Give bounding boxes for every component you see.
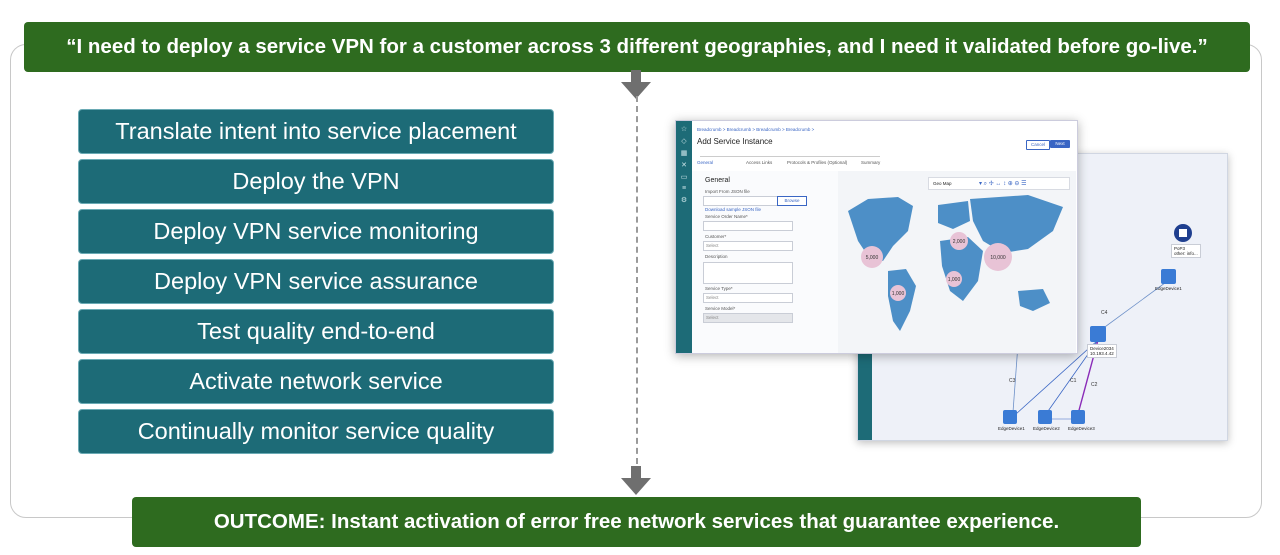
bubble-label: 1,000 [948, 277, 961, 283]
shield-icon[interactable]: ◇ [681, 138, 687, 145]
edge-device-icon [1161, 269, 1176, 284]
step-translate-intent: Translate intent into service placement [78, 109, 554, 154]
pop-name: PoP3 [1174, 246, 1186, 251]
section-title: General [705, 177, 730, 184]
step-deploy-vpn: Deploy the VPN [78, 159, 554, 204]
outcome-banner: OUTCOME: Instant activation of error fre… [132, 497, 1141, 547]
pop-building-icon [1174, 224, 1192, 242]
download-link[interactable]: Download sample JSON file [705, 207, 762, 212]
edge-device-icon [1003, 410, 1017, 424]
pop-sub: other: info... [1174, 251, 1198, 256]
geo-map[interactable]: Geo Map ▾ ⌕ ✢ ↔ ↕ ⊕ ⊖ ☰ 5,000 2,000 10,0… [838, 171, 1076, 353]
app-nav-rail: ☆ ◇ ▦ ✕ ▭ ≡ ⚙ [676, 121, 692, 353]
service-type-label: Service Type* [705, 286, 733, 291]
dashed-divider [636, 96, 638, 474]
map-select[interactable]: Geo Map [933, 181, 952, 186]
down-arrow-icon [621, 466, 651, 495]
workflow-steps: Translate intent into service placement … [78, 109, 554, 459]
customer-select[interactable]: Select [703, 241, 793, 251]
device-ip: 10.193.4.42 [1090, 351, 1114, 356]
step-monitor-quality: Continually monitor service quality [78, 409, 554, 454]
wizard-progress [700, 156, 880, 157]
step-deploy-monitoring: Deploy VPN service monitoring [78, 209, 554, 254]
intent-quote-banner: “I need to deploy a service VPN for a cu… [24, 22, 1250, 72]
description-field[interactable] [703, 262, 793, 284]
tab-general[interactable]: General [697, 160, 714, 165]
browse-button[interactable]: Browse [777, 196, 807, 206]
device-label: Device2034 10.193.4.42 [1087, 344, 1117, 358]
breadcrumb[interactable]: Breadcrumb > Breadcrumb > Breadcrumb > B… [697, 127, 815, 132]
bubble-label: 1,000 [892, 291, 905, 297]
import-label: Import From JSON file [705, 189, 750, 194]
edge-device-b-label: EdgeDevice2 [1033, 426, 1060, 431]
bubble-label: 10,000 [990, 255, 1006, 261]
step-deploy-assurance: Deploy VPN service assurance [78, 259, 554, 304]
step-activate-service: Activate network service [78, 359, 554, 404]
page-title: Add Service Instance [697, 137, 773, 146]
next-button[interactable]: Next [1050, 140, 1070, 148]
link-c4-label: C4 [1101, 310, 1108, 316]
edge-device-icon [1071, 410, 1085, 424]
down-arrow-icon [621, 70, 651, 99]
grid-icon[interactable]: ▦ [680, 150, 688, 157]
general-form: General Import From JSON file Download s… [692, 171, 839, 353]
tab-access-links[interactable]: Access Links [746, 160, 773, 165]
tab-protocols[interactable]: Protocols & Profiles (Optional) [787, 160, 848, 165]
link-c2-label: C2 [1091, 382, 1098, 388]
edge-device-icon [1038, 410, 1052, 424]
service-model-label: Service Model* [705, 306, 736, 311]
tree-icon[interactable]: ≡ [681, 185, 687, 192]
service-model-value: Select [706, 315, 719, 320]
service-order-field[interactable] [703, 221, 793, 231]
router-device-icon [1090, 326, 1106, 342]
bubble-label: 2,000 [953, 239, 966, 245]
bubble-label: 5,000 [866, 255, 879, 261]
document-icon[interactable]: ▭ [680, 174, 688, 181]
service-model-select[interactable]: Select [703, 313, 793, 323]
tab-summary[interactable]: Summary [861, 160, 881, 165]
gear-icon[interactable]: ⚙ [680, 197, 688, 204]
customer-label: Customer* [705, 234, 727, 239]
edge-device-c-label: EdgeDevice3 [1068, 426, 1095, 431]
star-icon[interactable]: ☆ [680, 126, 688, 133]
service-type-select[interactable]: Select [703, 293, 793, 303]
edge-device1-label: EdgeDevice1 [1155, 286, 1182, 291]
service-order-label: Service Order Name* [705, 214, 748, 219]
step-test-quality: Test quality end-to-end [78, 309, 554, 354]
pop-node-label: PoP3 other: info... [1171, 244, 1201, 258]
device-name: Device2034 [1090, 346, 1114, 351]
description-label: Description [705, 254, 728, 259]
link-c1-label: C1 [1070, 378, 1077, 384]
edge-device-a-label: EdgeDevice1 [998, 426, 1025, 431]
volume-bubbles: 5,000 2,000 10,000 1,000 1,000 [861, 232, 1012, 301]
map-toolbar: Geo Map ▾ ⌕ ✢ ↔ ↕ ⊕ ⊖ ☰ [928, 177, 1070, 190]
link-c3-label: C3 [1009, 378, 1016, 384]
add-service-screenshot: ☆ ◇ ▦ ✕ ▭ ≡ ⚙ Breadcrumb > Breadcrumb > … [675, 120, 1078, 354]
cancel-button[interactable]: Cancel [1026, 140, 1050, 150]
tools-icon[interactable]: ✕ [681, 162, 687, 169]
service-type-value: Select [706, 295, 719, 300]
map-tool-icons[interactable]: ▾ ⌕ ✢ ↔ ↕ ⊕ ⊖ ☰ [979, 181, 1027, 187]
customer-select-value: Select [706, 243, 719, 248]
